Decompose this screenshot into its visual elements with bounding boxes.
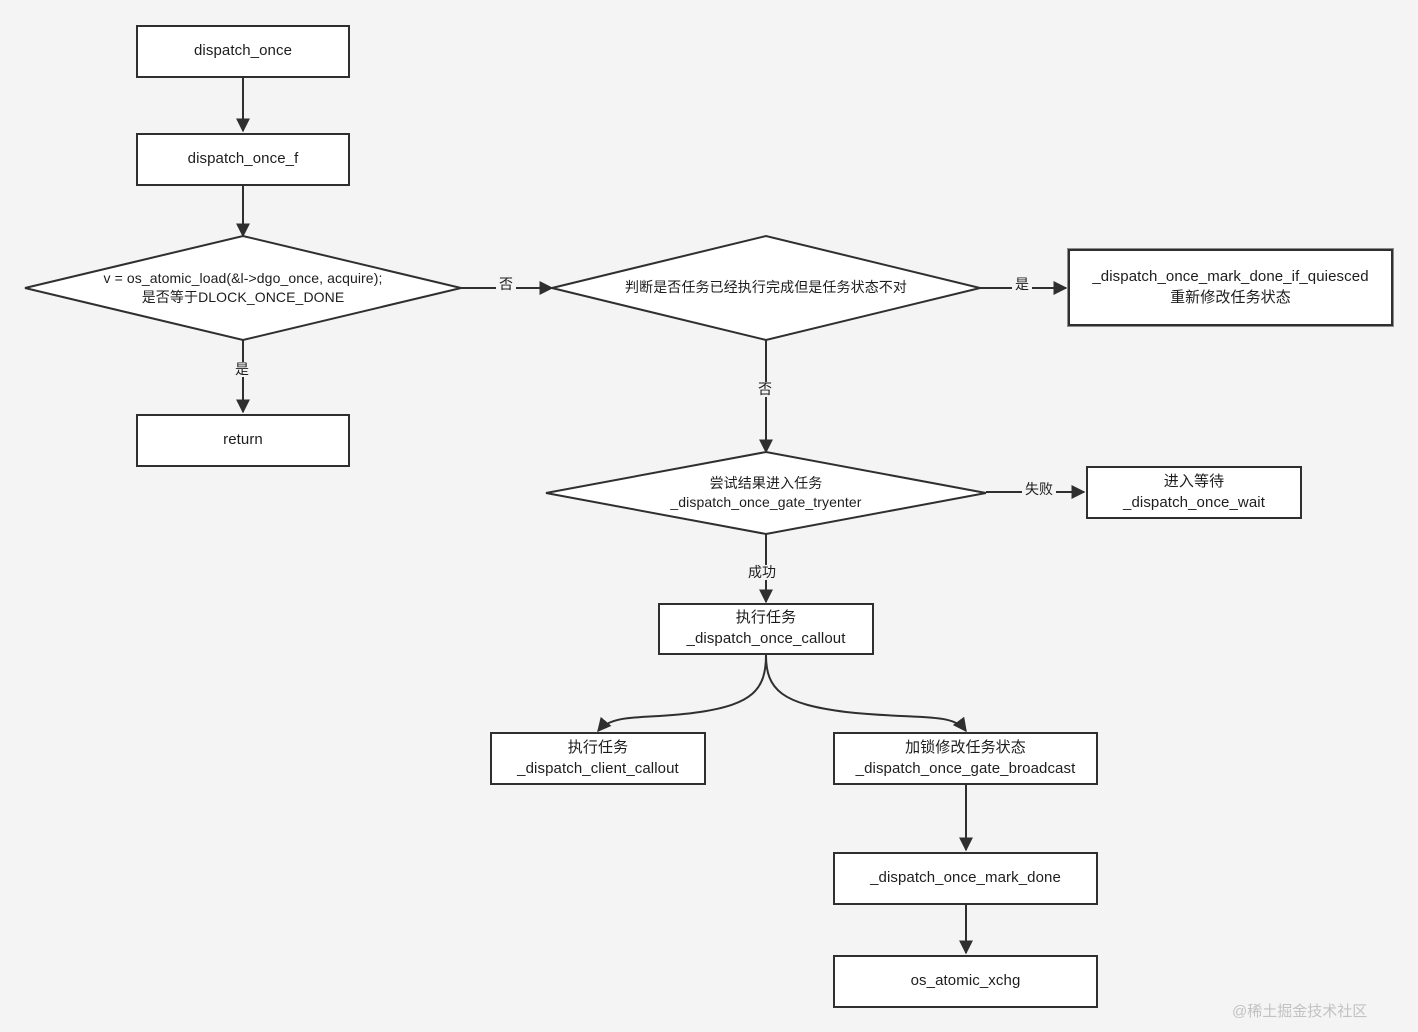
node-state-check-label: 判断是否任务已经执行完成但是任务状态不对 [625, 279, 907, 296]
node-gate-broadcast-label: 加锁修改任务状态 _dispatch_once_gate_broadcast [855, 738, 1076, 777]
node-client-callout[interactable]: 执行任务 _dispatch_client_callout [490, 732, 706, 785]
watermark: @稀土掘金技术社区 [1232, 1003, 1368, 1020]
node-load-check-label-wrap: v = os_atomic_load(&l->dgo_once, acquire… [25, 236, 461, 340]
edge-label-load-check-no: 否 [496, 276, 516, 293]
edge-label-tryenter-fail: 失败 [1022, 481, 1056, 498]
node-mark-done-if-quiesced-label: _dispatch_once_mark_done_if_quiesced 重新修… [1092, 267, 1369, 306]
edge-callout-to-client-callout [597, 654, 767, 733]
node-client-callout-label: 执行任务 _dispatch_client_callout [517, 738, 679, 777]
edge-callout-to-gate-broadcast [765, 654, 967, 733]
edge-label-load-check-yes: 是 [232, 361, 252, 378]
node-dispatch-once-label: dispatch_once [193, 42, 293, 60]
node-return-label: return [223, 431, 263, 449]
node-gate-broadcast[interactable]: 加锁修改任务状态 _dispatch_once_gate_broadcast [833, 732, 1098, 785]
node-gate-tryenter[interactable]: 尝试结果进入任务 _dispatch_once_gate_tryenter [545, 450, 987, 536]
node-dispatch-once-f[interactable]: dispatch_once_f [136, 133, 350, 186]
node-load-check[interactable]: v = os_atomic_load(&l->dgo_once, acquire… [24, 234, 462, 342]
node-return[interactable]: return [136, 414, 350, 467]
node-dispatch-once[interactable]: dispatch_once [136, 25, 350, 78]
node-os-atomic-xchg-label: os_atomic_xchg [910, 972, 1021, 990]
node-mark-done[interactable]: _dispatch_once_mark_done [833, 852, 1098, 905]
node-mark-done-if-quiesced[interactable]: _dispatch_once_mark_done_if_quiesced 重新修… [1068, 249, 1393, 326]
node-gate-tryenter-label-wrap: 尝试结果进入任务 _dispatch_once_gate_tryenter [546, 452, 986, 534]
node-gate-tryenter-label: 尝试结果进入任务 _dispatch_once_gate_tryenter [670, 474, 862, 510]
edge-label-state-check-no: 否 [755, 381, 775, 398]
node-once-callout-label: 执行任务 _dispatch_once_callout [686, 609, 846, 647]
node-once-wait[interactable]: 进入等待 _dispatch_once_wait [1086, 466, 1302, 519]
edge-label-tryenter-success: 成功 [745, 564, 779, 581]
node-state-check-label-wrap: 判断是否任务已经执行完成但是任务状态不对 [552, 236, 980, 340]
node-mark-done-label: _dispatch_once_mark_done [870, 869, 1061, 887]
node-state-check[interactable]: 判断是否任务已经执行完成但是任务状态不对 [551, 234, 981, 342]
node-load-check-label: v = os_atomic_load(&l->dgo_once, acquire… [103, 269, 383, 305]
edge-label-state-check-yes: 是 [1012, 276, 1032, 293]
node-once-callout[interactable]: 执行任务 _dispatch_once_callout [658, 603, 874, 655]
node-once-wait-label: 进入等待 _dispatch_once_wait [1123, 472, 1265, 511]
node-os-atomic-xchg[interactable]: os_atomic_xchg [833, 955, 1098, 1008]
node-dispatch-once-f-label: dispatch_once_f [187, 150, 299, 168]
